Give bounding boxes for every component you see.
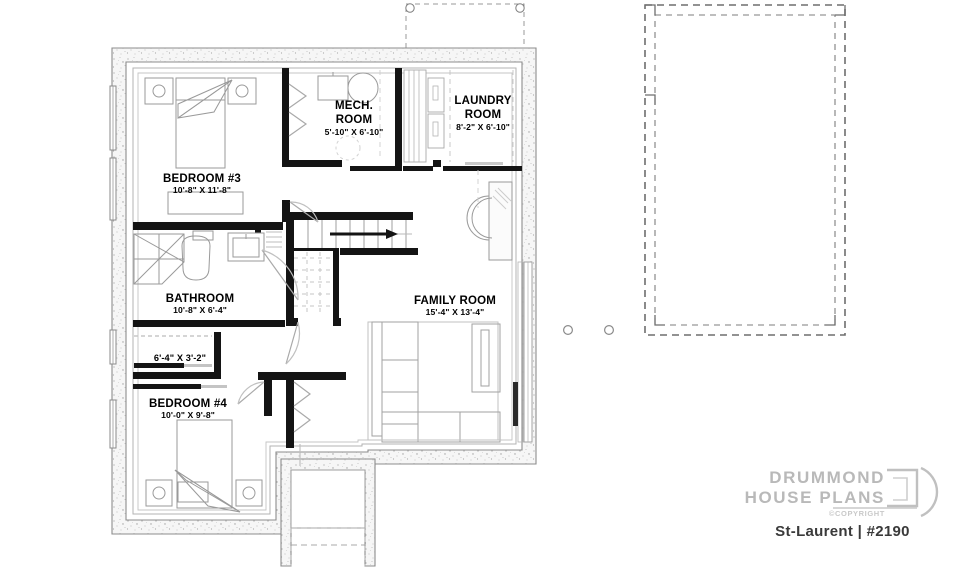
room-label-mech-room: MECH. ROOM 5'-10" X 6'-10" [325,100,384,137]
tall-cabinet [471,323,518,426]
room-dimensions: 8'-2" X 6'-10" [456,121,510,132]
family-room-sofa [367,321,502,443]
drummond-logo-mark [833,466,939,518]
branding-block: DRUMMOND HOUSE PLANS ©COPYRIGHT St-Laure… [735,460,950,560]
entry-vestibule [280,458,376,567]
room-name-line2: ROOM [335,113,373,126]
room-label-bedroom4: BEDROOM #4 10'-0" X 9'-8" [149,398,227,421]
column-markers [562,325,614,336]
bedroom3-closet-bar [133,222,283,230]
exterior-window-right [517,261,533,443]
layout-guides [379,70,479,208]
garage-dashed-outline [644,4,846,336]
room-label-bathroom: BATHROOM 10'-8" X 6'-4" [166,293,234,316]
room-label-laundry-room: LAUNDRY ROOM 8'-2" X 6'-10" [454,95,511,132]
room-dimensions: 10'-8" X 6'-4" [173,305,227,316]
room-name: BEDROOM #4 [148,398,228,410]
room-label-family-room: FAMILY ROOM 15'-4" X 13'-4" [414,295,496,318]
desk-and-chair [456,162,513,261]
room-name-line2: ROOM [464,108,502,121]
room-name: BATHROOM [165,293,235,305]
room-name-line1: LAUNDRY [454,95,512,107]
deck-above-outline [405,3,525,53]
room-dimensions: 15'-4" X 13'-4" [425,307,485,318]
room-dimensions: 10'-0" X 9'-8" [161,410,215,421]
room-name-line1: MECH. [334,100,374,112]
room-dimensions: 6'-4" X 3'-2" [153,352,207,363]
room-label-bedroom3: BEDROOM #3 10'-8" X 11'-8" [163,173,241,196]
laundry-equipment [403,69,514,163]
room-name: FAMILY ROOM [413,295,497,307]
bedroom4-furniture [133,384,263,513]
exterior-windows-left [109,85,117,449]
room-dimensions: 5'-10" X 6'-10" [324,126,384,137]
bedroom3-furniture [144,77,257,215]
room-name: BEDROOM #3 [162,173,242,185]
room-dimensions: 10'-8" X 11'-8" [172,185,232,196]
bathroom-fixtures [133,230,282,285]
copyright-text: ©COPYRIGHT [828,509,885,518]
logo-line-2: HOUSE PLANS [744,488,885,507]
logo-line-1: DRUMMOND [769,468,885,487]
room-label-closet: 6'-4" X 3'-2" [154,352,206,363]
mech-room-equipment [317,72,379,161]
door-swings [237,83,319,466]
staircase [294,220,418,316]
plan-title: St-Laurent | #2190 [775,523,910,540]
closet-shelving [134,335,212,368]
